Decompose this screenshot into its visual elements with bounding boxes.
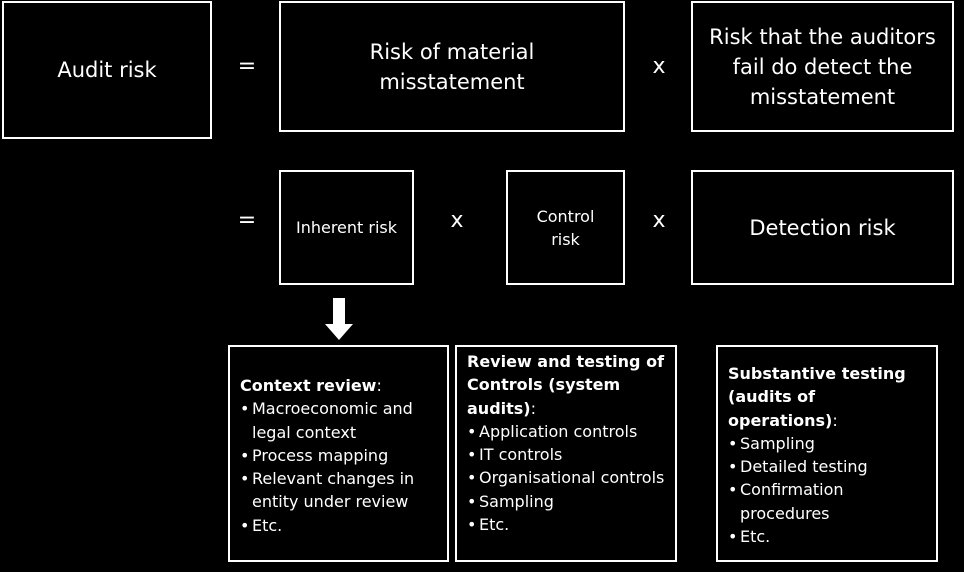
- substantive-testing-list: Sampling Detailed testing Confirmation p…: [728, 432, 930, 549]
- fail-to-detect-box: Risk that the auditors fail do detect th…: [691, 1, 954, 132]
- list-item: Etc.: [467, 513, 669, 537]
- inherent-risk-box: Inherent risk: [279, 170, 414, 285]
- context-review-list: Macroeconomic and legal context Process …: [240, 397, 441, 537]
- multiply-sign-3: x: [652, 208, 666, 233]
- context-review-box: Context review: Macroeconomic and legal …: [228, 345, 449, 562]
- context-review-heading: Context review:: [240, 376, 382, 395]
- list-item: Sampling: [728, 432, 930, 456]
- list-item: Relevant changes in entity under review: [240, 467, 441, 514]
- list-item: Sampling: [467, 490, 669, 514]
- list-item: Macroeconomic and legal context: [240, 397, 441, 444]
- control-risk-box: Control risk: [506, 170, 625, 285]
- fail-to-detect-label: Risk that the auditors fail do detect th…: [709, 24, 936, 109]
- list-item: Confirmation procedures: [728, 478, 930, 525]
- multiply-sign-1: x: [652, 54, 666, 79]
- controls-testing-heading: Review and testing of Controls (system a…: [467, 352, 665, 418]
- controls-testing-list: Application controls IT controls Organis…: [467, 420, 669, 537]
- down-arrow-icon: [325, 298, 353, 340]
- detection-risk-box: Detection risk: [691, 170, 954, 285]
- material-misstatement-label: Risk of material misstatement: [369, 39, 535, 94]
- list-item: Etc.: [728, 525, 930, 549]
- equals-sign-1: =: [237, 54, 257, 79]
- multiply-sign-2: x: [450, 208, 464, 233]
- list-item: Etc.: [240, 514, 441, 538]
- material-misstatement-box: Risk of material misstatement: [279, 1, 625, 132]
- controls-testing-box: Review and testing of Controls (system a…: [455, 345, 677, 562]
- inherent-risk-label: Inherent risk: [295, 218, 398, 237]
- list-item: Organisational controls: [467, 466, 669, 490]
- list-item: Process mapping: [240, 444, 441, 468]
- list-item: Detailed testing: [728, 455, 930, 479]
- audit-risk-label: Audit risk: [57, 58, 157, 82]
- list-item: Application controls: [467, 420, 669, 444]
- control-risk-label: Control risk: [536, 206, 595, 249]
- audit-risk-box: Audit risk: [2, 1, 212, 139]
- detection-risk-label: Detection risk: [749, 215, 896, 240]
- substantive-testing-box: Substantive testing (audits of operation…: [716, 345, 938, 562]
- list-item: IT controls: [467, 443, 669, 467]
- equals-sign-2: =: [237, 208, 257, 233]
- substantive-testing-heading: Substantive testing (audits of operation…: [728, 364, 906, 430]
